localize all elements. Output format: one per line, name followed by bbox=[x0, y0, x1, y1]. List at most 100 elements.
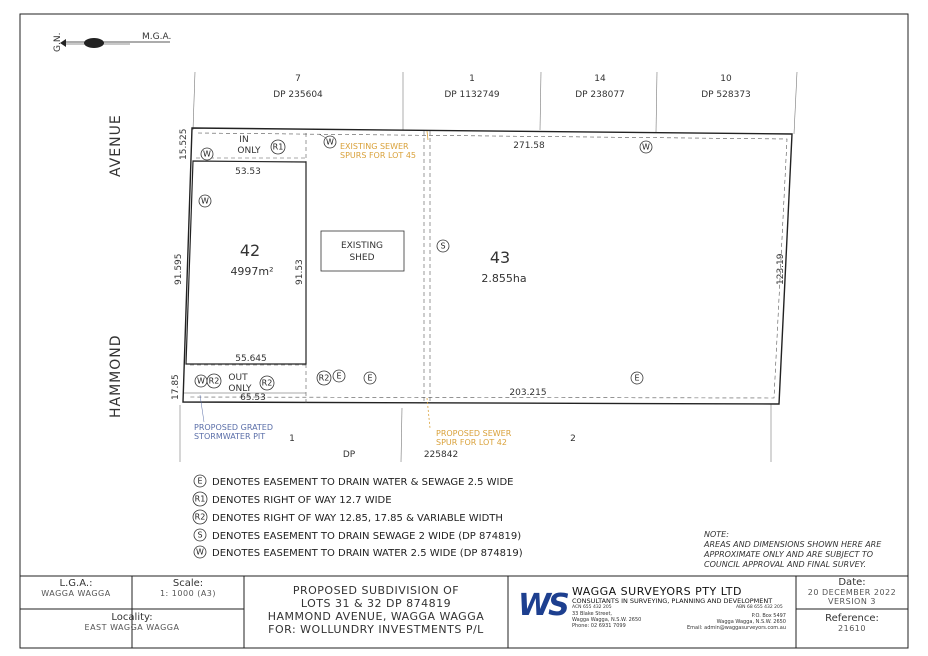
symbol-r2-1: R2 bbox=[209, 377, 220, 386]
symbol-e-3: E bbox=[634, 374, 639, 383]
note-line-2: APPROXIMATE ONLY AND ARE SUBJECT TO bbox=[704, 550, 874, 559]
legend-symbol-r2: R2 bbox=[195, 513, 206, 522]
south-dp-label: DP bbox=[343, 450, 356, 460]
stormwater-label-2: STORMWATER PIT bbox=[194, 432, 265, 441]
dim-east-side: 123.19 bbox=[776, 253, 786, 285]
company-phone: Phone: 02 6931 7099 bbox=[572, 623, 626, 629]
street-name-hammond: HAMMOND bbox=[108, 334, 124, 418]
symbol-e-1: E bbox=[336, 372, 341, 381]
lga-value: WAGGA WAGGA bbox=[41, 589, 111, 598]
company-tagline: CONSULTANTS IN SURVEYING, PLANNING AND D… bbox=[572, 597, 773, 605]
parcel-boundary bbox=[182, 127, 793, 405]
title-line-1: PROPOSED SUBDIVISION OF bbox=[292, 584, 460, 597]
title-line-3: HAMMOND AVENUE, WAGGA WAGGA bbox=[267, 610, 485, 623]
neighbour-dp-528373: DP 528373 bbox=[701, 90, 751, 100]
in-only-label-2: ONLY bbox=[237, 146, 261, 156]
symbol-r2-2: R2 bbox=[262, 379, 273, 388]
reference-cell: Reference: 21610 bbox=[796, 613, 908, 633]
shed-label-1: EXISTING bbox=[341, 241, 383, 251]
neighbour-lot-7: 7 bbox=[295, 74, 301, 84]
easement-lines bbox=[189, 131, 788, 404]
symbol-w-2: W bbox=[326, 138, 334, 147]
company-street-2: Wagga Wagga, N.S.W. 2650 bbox=[572, 617, 642, 623]
dim-lot42-top: 53.53 bbox=[235, 167, 261, 177]
south-lot-2: 2 bbox=[570, 434, 576, 444]
north-arrow: M.G.A. G.N. bbox=[53, 32, 171, 52]
neighbour-dp-235604: DP 235604 bbox=[273, 90, 323, 100]
neighbour-dp-1132749: DP 1132749 bbox=[444, 90, 500, 100]
company-acn: ACN 655 432 205 bbox=[572, 605, 612, 610]
dim-top: 271.58 bbox=[513, 141, 545, 151]
symbol-w-1: W bbox=[203, 150, 211, 159]
symbol-s: S bbox=[440, 242, 445, 251]
dim-lot42-bottom: 55.645 bbox=[235, 354, 267, 364]
dim-west-side: 91.595 bbox=[174, 254, 184, 286]
company-po-1: P.O. Box 5497 bbox=[751, 613, 786, 619]
neighbour-dp-238077: DP 238077 bbox=[575, 90, 625, 100]
scale-value: 1: 1000 (A3) bbox=[159, 589, 217, 598]
legend-symbol-w: W bbox=[196, 548, 204, 557]
dim-bottom: 203.215 bbox=[509, 388, 546, 398]
shed-label-2: SHED bbox=[349, 253, 374, 263]
existing-shed bbox=[320, 230, 405, 272]
legend-symbol-r1: R1 bbox=[195, 495, 206, 504]
locality-label: Locality: bbox=[111, 612, 153, 623]
company-po-2: Wagga Wagga, N.S.W. 2650 bbox=[716, 619, 786, 625]
symbol-r1: R1 bbox=[273, 143, 284, 152]
date-cell: Date: 20 DECEMBER 2022 VERSION 3 bbox=[796, 577, 908, 606]
reference-label: Reference: bbox=[825, 613, 879, 624]
dim-bottom-strip: 65.53 bbox=[240, 393, 266, 403]
out-only-label-1: OUT bbox=[228, 373, 248, 383]
plan-symbols: W R1 W W W S W R2 R2 R2 E E E bbox=[194, 135, 653, 391]
locality-value: EAST WAGGA WAGGA bbox=[84, 623, 180, 632]
company-logo: WS bbox=[518, 588, 570, 623]
title-line-2: LOTS 31 & 32 DP 874819 bbox=[300, 597, 452, 610]
in-only-label-1: IN bbox=[239, 135, 248, 145]
company-address: 33 Blake Street, Wagga Wagga, N.S.W. 265… bbox=[572, 611, 641, 629]
company-abn: ABN 68 655 432 205 bbox=[736, 605, 783, 610]
note: NOTE: AREAS AND DIMENSIONS SHOWN HERE AR… bbox=[704, 530, 904, 570]
proposed-sewer-label-1: PROPOSED SEWER bbox=[436, 429, 512, 438]
title-line-4: FOR: WOLLUNDRY INVESTMENTS P/L bbox=[268, 623, 484, 636]
lot-42-boundary bbox=[185, 160, 307, 365]
legend-symbol-s: S bbox=[197, 531, 202, 540]
symbol-w-3: W bbox=[642, 143, 650, 152]
south-dp-number: 225842 bbox=[424, 450, 458, 460]
legend: E DENOTES EASEMENT TO DRAIN WATER & SEWA… bbox=[192, 474, 523, 559]
dim-lot42-side: 91.53 bbox=[295, 259, 305, 285]
company-cell: WS WAGGA SURVEYORS PTY LTD CONSULTANTS I… bbox=[508, 576, 796, 648]
date-value: 20 DECEMBER 2022 bbox=[807, 588, 897, 597]
lot-42-number: 42 bbox=[240, 241, 260, 260]
stormwater-label-1: PROPOSED GRATED bbox=[194, 423, 273, 432]
existing-sewer-spur bbox=[426, 130, 429, 141]
neighbour-boundaries bbox=[179, 71, 798, 463]
scale-cell: Scale: 1: 1000 (A3) bbox=[132, 578, 244, 598]
note-line-1: AREAS AND DIMENSIONS SHOWN HERE ARE bbox=[704, 540, 882, 549]
title-block-grid bbox=[20, 575, 908, 648]
proposed-sewer-label-2: SPUR FOR LOT 42 bbox=[436, 438, 507, 447]
street-name-avenue: AVENUE bbox=[108, 114, 124, 177]
gn-label: G.N. bbox=[53, 33, 63, 52]
legend-text-e: DENOTES EASEMENT TO DRAIN WATER & SEWAGE… bbox=[212, 477, 514, 488]
company-postal: P.O. Box 5497 Wagga Wagga, N.S.W. 2650 E… bbox=[687, 613, 786, 631]
legend-symbol-e: E bbox=[197, 477, 202, 486]
existing-sewer-label-2: SPURS FOR LOT 45 bbox=[340, 151, 416, 160]
legend-text-r1: DENOTES RIGHT OF WAY 12.7 WIDE bbox=[212, 495, 392, 506]
neighbour-lot-1: 1 bbox=[469, 74, 475, 84]
symbol-w-4: W bbox=[201, 197, 209, 206]
proposed-sewer-spur bbox=[426, 397, 431, 429]
scale-label: Scale: bbox=[172, 578, 204, 589]
symbol-r2-3: R2 bbox=[319, 374, 330, 383]
legend-text-r2: DENOTES RIGHT OF WAY 12.85, 17.85 & VARI… bbox=[212, 513, 503, 524]
existing-sewer-label-1: EXISTING SEWER bbox=[340, 142, 409, 151]
lga-label: L.G.A.: bbox=[59, 578, 93, 589]
reference-value: 21610 bbox=[838, 624, 866, 633]
symbol-e-2: E bbox=[367, 374, 372, 383]
lot-43-number: 43 bbox=[490, 248, 510, 267]
legend-text-w: DENOTES EASEMENT TO DRAIN WATER 2.5 WIDE… bbox=[212, 548, 523, 559]
out-only-label-2: ONLY bbox=[228, 384, 252, 394]
legend-text-s: DENOTES EASEMENT TO DRAIN SEWAGE 2 WIDE … bbox=[212, 531, 521, 542]
company-name: WAGGA SURVEYORS PTY LTD bbox=[572, 585, 742, 598]
neighbour-lot-10: 10 bbox=[720, 74, 732, 84]
